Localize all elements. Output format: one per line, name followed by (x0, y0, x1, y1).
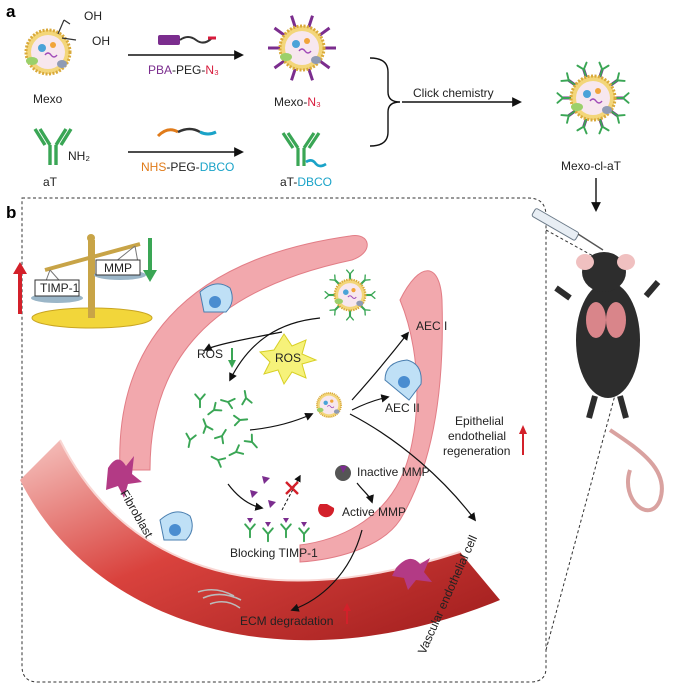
arrow-to-particle (249, 412, 314, 431)
regeneration-label-3: regeneration (443, 444, 510, 458)
reagent1-text: PBA-PEG-N₃ (148, 63, 219, 77)
n3-text: N₃ (205, 63, 219, 77)
active-mmp-icon (318, 504, 335, 518)
blocking-timp1-label: Blocking TIMP-1 (230, 546, 318, 560)
arrow-mexo-to-antibodies (229, 317, 321, 382)
reagent2-text: NHS-PEG-DBCO (141, 160, 234, 174)
antibody-timp1-complexes (244, 518, 310, 543)
oh-side-label: OH (92, 34, 110, 48)
ros-star-label: ROS (275, 351, 301, 365)
aec2-cell-bottom (159, 511, 193, 541)
pba-text: PBA (148, 63, 172, 77)
active-mmp-label: Active MMP (342, 505, 406, 519)
ecm-fibers (197, 588, 242, 609)
peg-text-1: -PEG- (172, 63, 205, 77)
mexo-cl-at-label: Mexo-cl-aT (561, 159, 622, 173)
at-antibody-icon (33, 128, 73, 165)
mexo-n3-vesicle (268, 15, 336, 81)
syringe-icon (531, 208, 604, 251)
at-dbco-label: aT-DBCO (280, 175, 332, 189)
mexo-cl-at-particle-top (324, 269, 376, 321)
arrow-to-aec1 (351, 331, 410, 401)
regeneration-label-2: endothelial (448, 429, 506, 443)
inactive-mmp-label: Inactive MMP (357, 465, 430, 479)
mouse-illustration (554, 252, 664, 513)
oh-top-label: OH (84, 9, 102, 23)
blood-vessel (20, 440, 500, 641)
aec1-label: AEC I (416, 319, 447, 333)
fibroblast-cell-right (392, 558, 432, 590)
ecm-degradation-label: ECM degradation (240, 614, 333, 628)
mmp-box (95, 259, 141, 276)
mexo-n3-label: Mexo-N₃ (274, 95, 321, 109)
timp1-box-label: TIMP-1 (40, 281, 80, 295)
timp1-box (34, 279, 80, 297)
mmp-box-label: MMP (104, 261, 132, 275)
regeneration-label-1: Epithelial (455, 414, 504, 428)
ros-label: ROS (197, 347, 223, 361)
aec2-cell-top (199, 283, 233, 313)
at-label: aT (43, 175, 58, 189)
click-chemistry-label: Click chemistry (413, 86, 494, 100)
zoom-line-bottom (545, 394, 616, 651)
panel-a-label: a (6, 2, 16, 21)
panel-b-label: b (6, 203, 16, 222)
mexo-cl-at-particle-right (316, 392, 342, 418)
fibroblast-cell (106, 456, 142, 498)
aec2-label: AEC II (385, 401, 420, 415)
brace (369, 57, 401, 147)
arrow-to-blocking (227, 483, 264, 511)
arrow-to-ecm (290, 529, 363, 612)
arrow-to-vascular (349, 413, 477, 522)
panel-b-border (21, 197, 547, 683)
balance-scale-icon (31, 234, 153, 329)
aec2-cell-right (384, 359, 422, 401)
mexo-vesicle (24, 19, 77, 76)
free-antibodies-cluster (182, 389, 262, 468)
arrow-inactive-to-active (356, 482, 374, 504)
pba-peg-n3-reagent-icon (158, 35, 216, 45)
nhs-peg-dbco-reagent-icon (156, 127, 217, 138)
arrow-to-ros (203, 331, 283, 351)
arrow-to-aec2 (351, 394, 390, 411)
mexo-label: Mexo (33, 92, 63, 106)
nh2-label: NH₂ (68, 149, 90, 163)
timp1-molecules (250, 476, 276, 508)
mexo-cl-at-vesicle (556, 61, 630, 135)
alveolar-membrane-left (119, 235, 368, 471)
ros-star-icon (258, 333, 318, 386)
block-x-icon (285, 481, 299, 495)
at-dbco-icon (281, 132, 327, 168)
